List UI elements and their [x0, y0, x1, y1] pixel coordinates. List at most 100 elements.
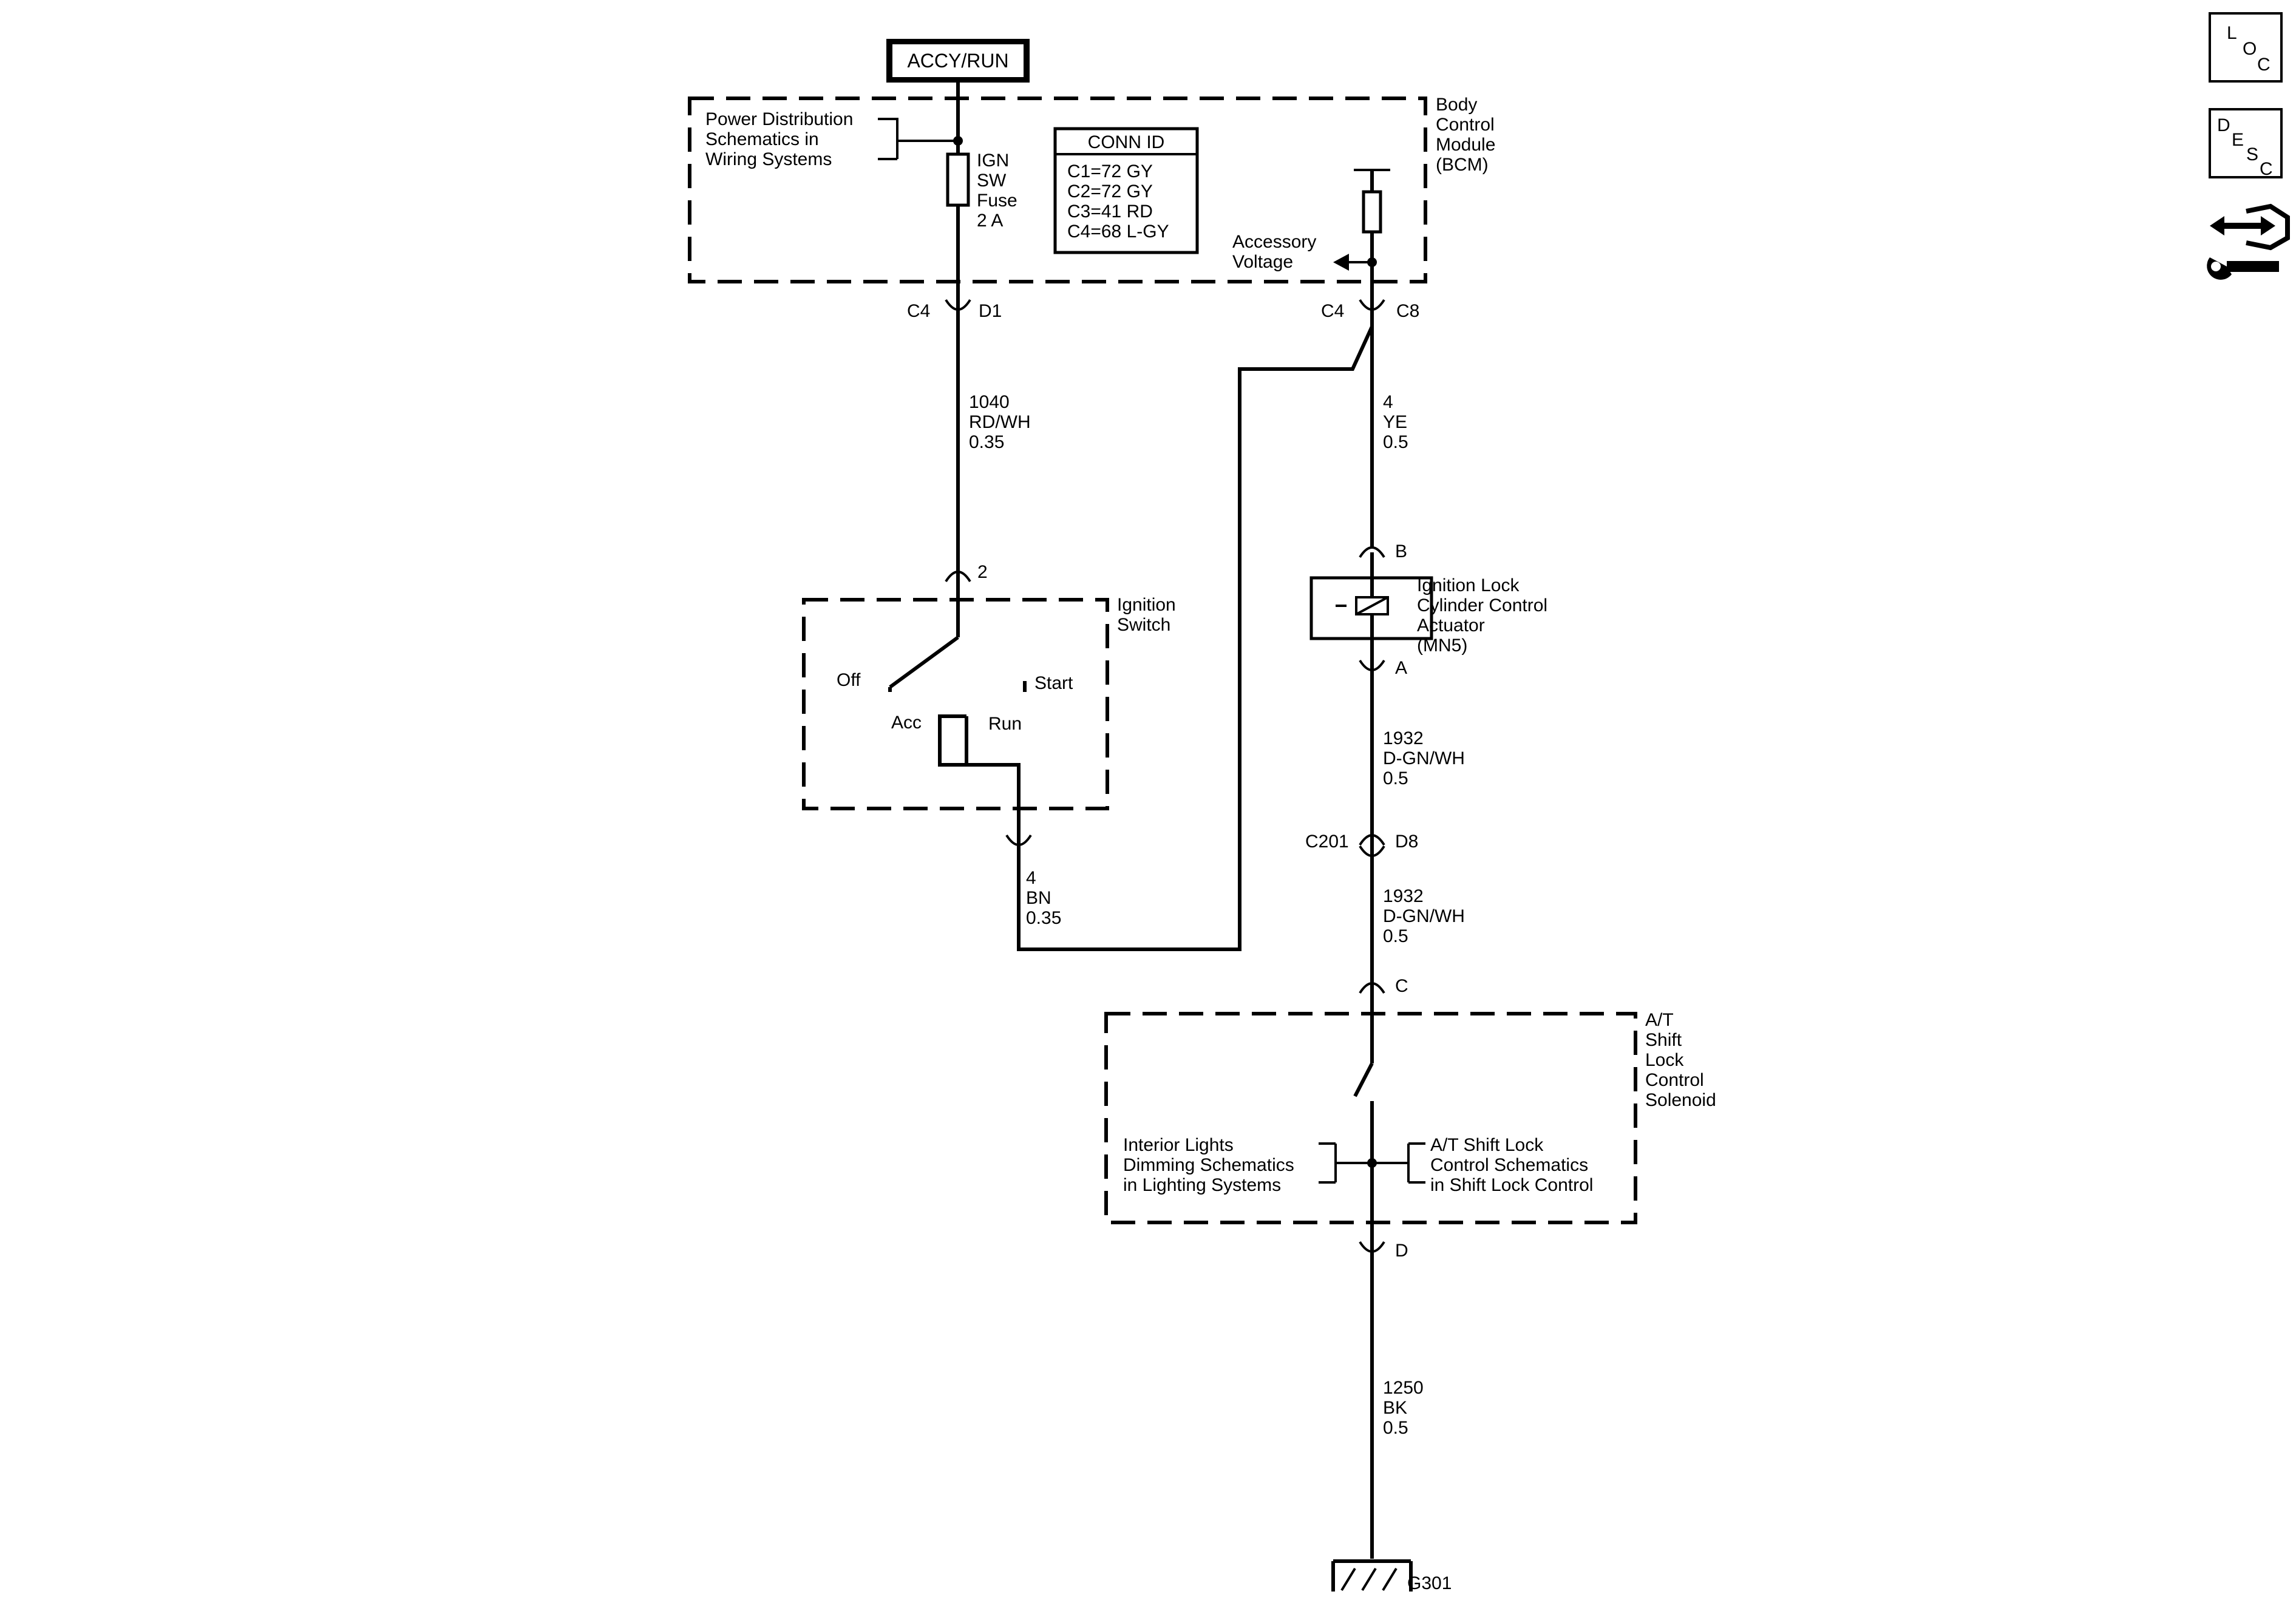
svg-text:A/T Shift Lock: A/T Shift Lock — [1430, 1135, 1544, 1155]
wire-4-bn-label: 4 BN 0.35 — [1026, 868, 1061, 928]
svg-text:Ignition: Ignition — [1117, 595, 1176, 615]
svg-text:C: C — [2260, 159, 2273, 179]
switch-pos-off: Off — [837, 670, 861, 690]
ignition-switch-name: Ignition Switch — [1117, 595, 1176, 635]
svg-text:Accessory: Accessory — [1232, 232, 1316, 252]
conn-id-row: C1=72 GY — [1067, 161, 1153, 181]
svg-text:1250: 1250 — [1383, 1378, 1424, 1398]
bcm-connector-c8: C4 C8 — [1321, 295, 1419, 321]
svg-text:Wiring Systems: Wiring Systems — [705, 149, 832, 169]
svg-text:D8: D8 — [1395, 832, 1418, 852]
c201-connector: C201 D8 — [1305, 832, 1418, 858]
switch-pos-run: Run — [988, 714, 1022, 734]
svg-text:YE: YE — [1383, 412, 1407, 432]
svg-text:Lock: Lock — [1645, 1050, 1684, 1070]
svg-text:0.5: 0.5 — [1383, 432, 1408, 452]
svg-text:4: 4 — [1026, 868, 1036, 888]
svg-text:1932: 1932 — [1383, 886, 1424, 906]
svg-text:D1: D1 — [979, 301, 1002, 321]
conn-id-title: CONN ID — [1088, 132, 1165, 152]
bcm-connector-d1: C4 D1 — [907, 295, 1002, 321]
svg-text:C201: C201 — [1305, 832, 1349, 852]
ground-label: G301 — [1407, 1573, 1452, 1593]
svg-text:Schematics in: Schematics in — [705, 129, 819, 149]
bcm-internal-resistor — [1362, 190, 1382, 234]
svg-text:D: D — [2217, 115, 2230, 135]
accessory-voltage-arrow — [1333, 254, 1349, 271]
svg-text:RD/WH: RD/WH — [969, 412, 1031, 432]
svg-text:in Lighting Systems: in Lighting Systems — [1123, 1175, 1281, 1195]
conn-id-table: CONN ID C1=72 GY C2=72 GY C3=41 RD C4=68… — [1053, 127, 1199, 254]
svg-text:Fuse: Fuse — [977, 191, 1017, 211]
svg-text:E: E — [2232, 130, 2244, 150]
connector-tool-icon[interactable] — [2207, 203, 2290, 280]
interior-lights-reference[interactable]: Interior Lights Dimming Schematics in Li… — [1123, 1135, 1294, 1195]
svg-text:Shift: Shift — [1645, 1030, 1682, 1050]
svg-text:2 A: 2 A — [977, 211, 1003, 231]
svg-text:IGN: IGN — [977, 151, 1009, 171]
ignition-lock-actuator — [1309, 552, 1433, 660]
svg-text:0.5: 0.5 — [1383, 926, 1408, 946]
ign-sw-fuse — [946, 152, 970, 207]
wire-1250-label: 1250 BK 0.5 — [1383, 1378, 1424, 1438]
switch-pos-start: Start — [1034, 673, 1073, 693]
switch-pos-acc: Acc — [891, 713, 922, 733]
svg-text:O: O — [2243, 39, 2257, 59]
power-source-box: ACCY/RUN — [886, 39, 1030, 83]
solenoid-connector-d: D — [1359, 1241, 1408, 1261]
svg-text:(MN5): (MN5) — [1417, 636, 1467, 656]
fuse-label: IGN SW Fuse 2 A — [977, 151, 1017, 231]
svg-text:Switch: Switch — [1117, 615, 1170, 635]
actuator-connector-a: A — [1359, 658, 1407, 678]
svg-text:BK: BK — [1383, 1398, 1407, 1418]
actuator-name: Ignition Lock Cylinder Control Actuator … — [1417, 575, 1547, 656]
ignition-switch-boundary — [802, 598, 1109, 810]
svg-text:0.35: 0.35 — [969, 432, 1004, 452]
desc-icon[interactable]: D E S C — [2209, 108, 2283, 179]
conn-id-row: C3=41 RD — [1067, 202, 1153, 222]
svg-text:S: S — [2246, 144, 2258, 164]
wire-4-bn — [1017, 325, 1374, 951]
svg-text:A: A — [1395, 658, 1407, 678]
svg-text:B: B — [1395, 541, 1407, 561]
svg-text:(BCM): (BCM) — [1436, 155, 1489, 175]
wire-1040-label: 1040 RD/WH 0.35 — [969, 392, 1031, 452]
wire-4-ye-label: 4 YE 0.5 — [1383, 392, 1408, 452]
svg-text:2: 2 — [977, 562, 988, 582]
svg-text:Body: Body — [1436, 95, 1477, 115]
svg-text:D-GN/WH: D-GN/WH — [1383, 748, 1465, 768]
shift-lock-reference[interactable]: A/T Shift Lock Control Schematics in Shi… — [1430, 1135, 1593, 1195]
power-source-label: ACCY/RUN — [907, 50, 1008, 72]
svg-text:Dimming Schematics: Dimming Schematics — [1123, 1155, 1294, 1175]
accessory-voltage-label: Accessory Voltage — [1232, 232, 1316, 272]
ground-symbol: G301 — [1331, 1559, 1452, 1593]
solenoid-connector-c: C — [1359, 976, 1408, 1008]
svg-text:SW: SW — [977, 171, 1007, 191]
svg-text:C: C — [2257, 55, 2271, 75]
svg-text:L: L — [2227, 23, 2237, 43]
actuator-connector-b: B — [1359, 541, 1407, 561]
conn-id-row: C2=72 GY — [1067, 181, 1153, 202]
svg-text:0.5: 0.5 — [1383, 1418, 1408, 1438]
svg-text:A/T: A/T — [1645, 1010, 1674, 1030]
wire-1932-upper-label: 1932 D-GN/WH 0.5 — [1383, 728, 1465, 788]
svg-text:C4: C4 — [907, 301, 930, 321]
bcm-boundary — [688, 97, 1427, 283]
svg-text:0.35: 0.35 — [1026, 908, 1061, 928]
svg-text:1040: 1040 — [969, 392, 1010, 412]
svg-text:C8: C8 — [1396, 301, 1419, 321]
svg-text:C: C — [1395, 976, 1408, 996]
svg-text:Control: Control — [1436, 115, 1495, 135]
svg-text:4: 4 — [1383, 392, 1393, 412]
svg-text:Solenoid: Solenoid — [1645, 1090, 1716, 1110]
switch-connector-pin-2: 2 — [945, 562, 988, 597]
svg-text:D: D — [1395, 1241, 1408, 1261]
power-dist-reference[interactable]: Power Distribution Schematics in Wiring … — [705, 109, 853, 169]
loc-icon[interactable]: L O C — [2209, 12, 2283, 83]
svg-text:BN: BN — [1026, 888, 1051, 908]
conn-id-row: C4=68 L-GY — [1067, 222, 1169, 242]
svg-text:D-GN/WH: D-GN/WH — [1383, 906, 1465, 926]
svg-text:1932: 1932 — [1383, 728, 1424, 748]
svg-text:in Shift Lock Control: in Shift Lock Control — [1430, 1175, 1593, 1195]
